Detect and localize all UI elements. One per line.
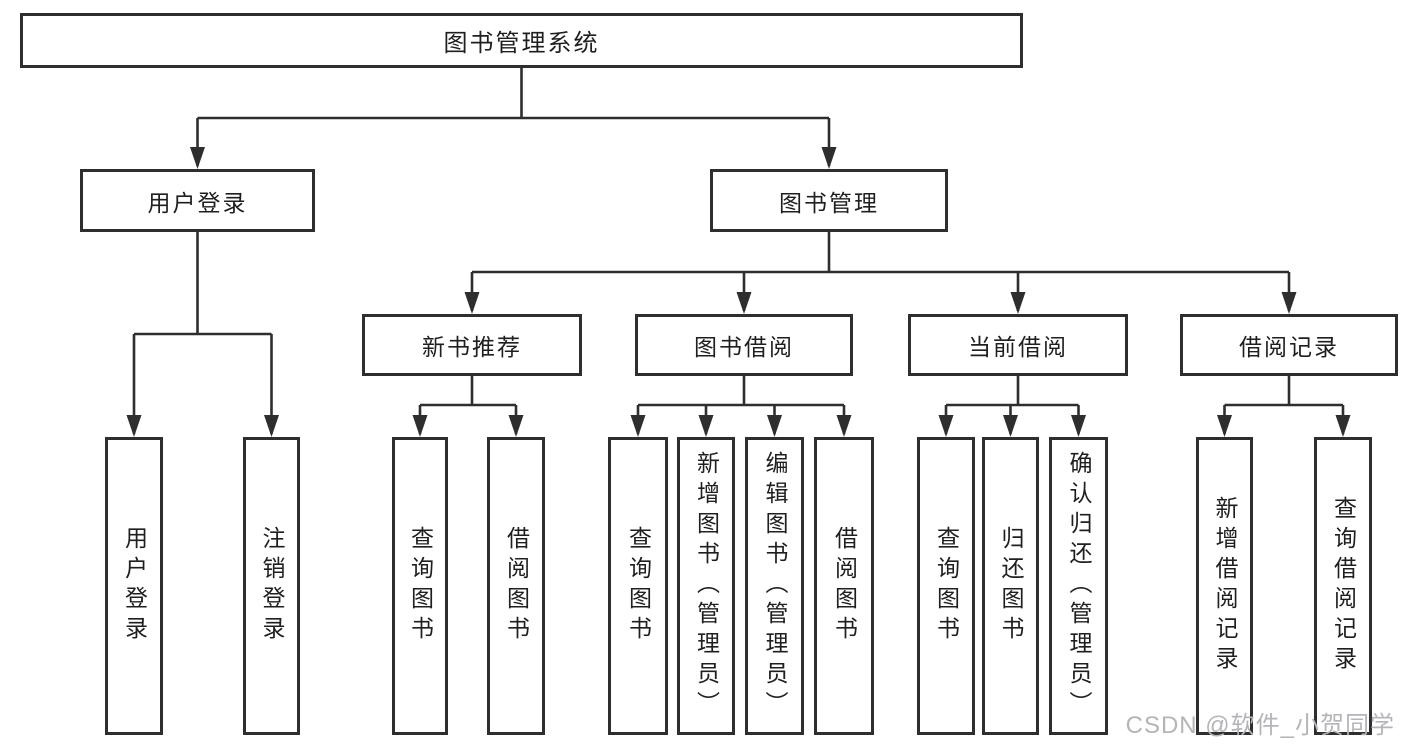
node-label: 查询借阅记录 <box>1330 496 1357 676</box>
node-book-borrowing: 图书借阅 <box>635 314 853 376</box>
leaf-records-query-record: 查询借阅记录 <box>1314 437 1372 735</box>
node-borrowing-records: 借阅记录 <box>1180 314 1398 376</box>
leaf-user-login: 用户登录 <box>105 437 163 735</box>
leaf-logout: 注销登录 <box>243 437 300 735</box>
node-label: 归还图书 <box>998 526 1024 646</box>
leaf-borrow-query-books: 查询图书 <box>608 437 668 735</box>
leaf-borrow-borrow-books: 借阅图书 <box>814 437 874 735</box>
node-label: 确认归还（管理员） <box>1066 451 1092 721</box>
node-label: 编辑图书（管理员） <box>762 451 788 721</box>
node-current-borrowing: 当前借阅 <box>908 314 1128 376</box>
node-label: 图书管理系统 <box>443 30 600 57</box>
csdn-watermark: CSDN @软件_小贺同学 <box>1125 712 1395 739</box>
leaf-borrow-add-books-admin: 新增图书（管理员） <box>677 437 735 735</box>
arrowhead-icons <box>126 147 1351 437</box>
node-label: 用户登录 <box>121 526 148 646</box>
leaf-current-confirm-return-admin: 确认归还（管理员） <box>1049 437 1108 735</box>
leaf-newbook-borrow-books: 借阅图书 <box>487 437 545 735</box>
leaf-current-return-books: 归还图书 <box>982 437 1039 735</box>
node-label: 查询图书 <box>407 526 434 646</box>
node-label: 查询图书 <box>625 526 652 646</box>
node-label: 注销登录 <box>259 526 285 646</box>
connector-lines <box>132 68 1345 434</box>
node-new-book-recommend: 新书推荐 <box>362 314 582 376</box>
node-label: 用户登录 <box>147 189 248 216</box>
node-label: 新书推荐 <box>422 334 522 360</box>
node-label: 借阅图书 <box>503 526 530 646</box>
node-label: 图书管理 <box>779 189 879 216</box>
node-label: 新增图书（管理员） <box>693 451 720 721</box>
node-label: 新增借阅记录 <box>1212 496 1238 676</box>
node-label: 借阅记录 <box>1239 334 1339 360</box>
node-label: 查询图书 <box>933 526 960 646</box>
leaf-current-query-books: 查询图书 <box>917 437 975 735</box>
leaf-newbook-query-books: 查询图书 <box>392 437 448 735</box>
node-book-management: 图书管理 <box>710 169 948 232</box>
node-library-management-system: 图书管理系统 <box>20 13 1023 68</box>
node-label: 当前借阅 <box>968 334 1068 360</box>
node-label: 借阅图书 <box>831 526 858 646</box>
leaf-borrow-edit-books-admin: 编辑图书（管理员） <box>745 437 804 735</box>
node-label: 图书借阅 <box>694 334 794 360</box>
node-user-login: 用户登录 <box>80 169 315 232</box>
leaf-records-add-record: 新增借阅记录 <box>1196 437 1253 735</box>
